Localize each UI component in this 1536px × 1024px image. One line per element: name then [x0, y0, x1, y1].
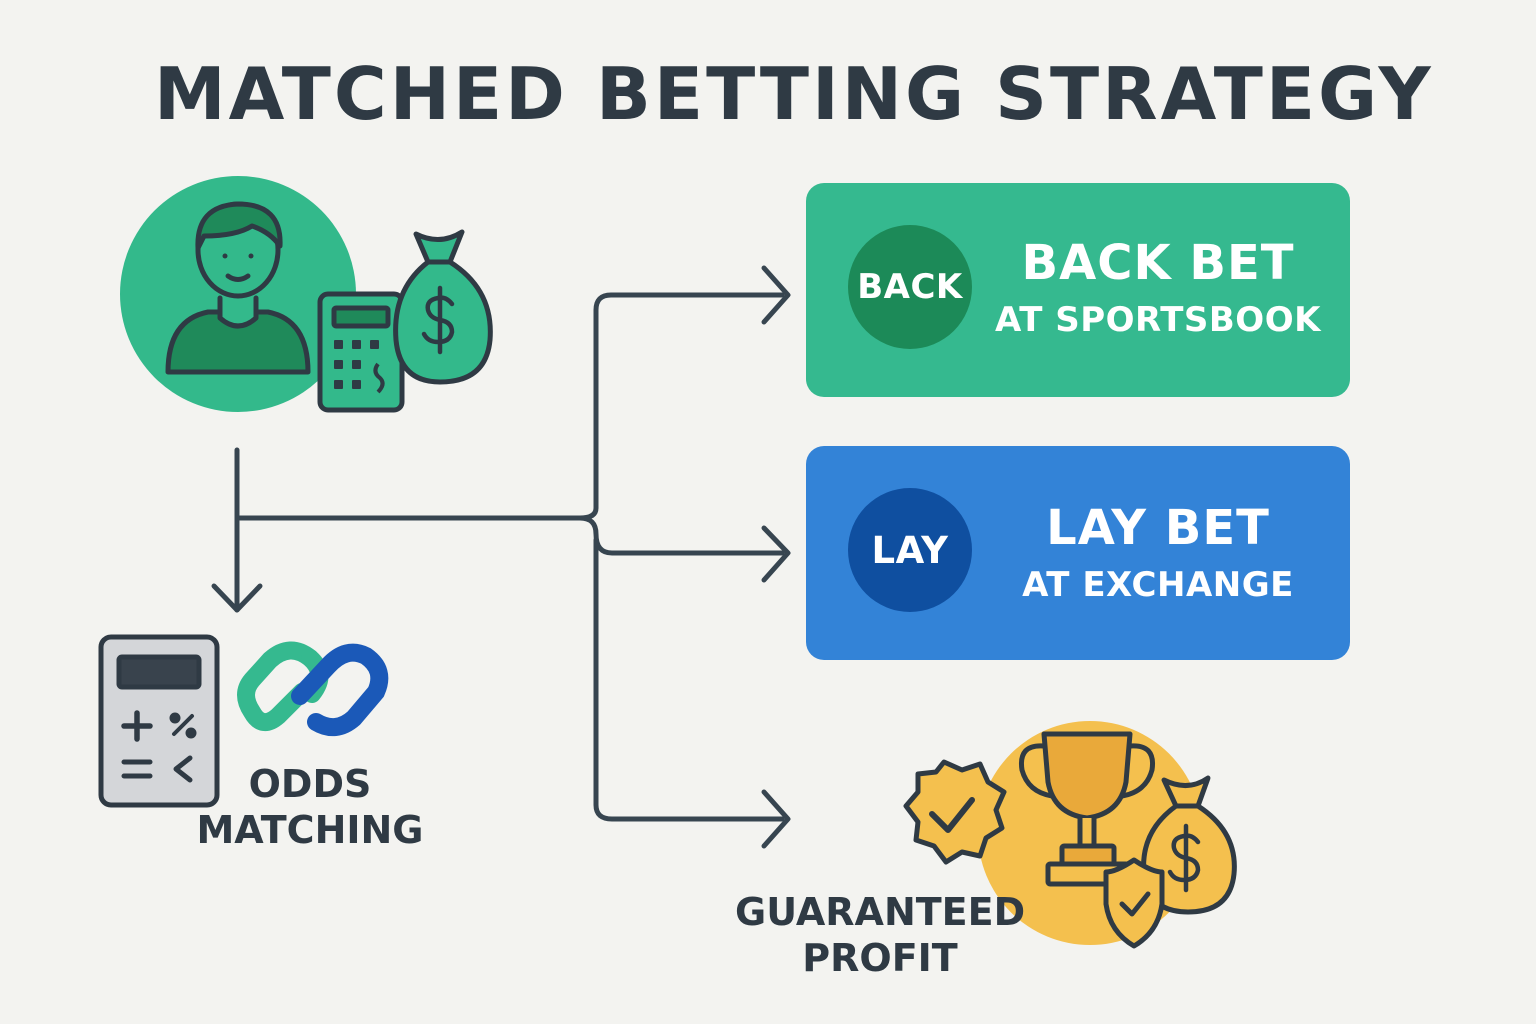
arrowhead-lay: [761, 525, 791, 583]
odds-group: [98, 634, 389, 808]
calculator-icon: [98, 634, 220, 808]
profit-label-line1: GUARANTEED: [735, 890, 1026, 934]
arrowhead-profit: [761, 789, 791, 849]
lay-bet-card: LAY LAY BET AT EXCHANGE: [806, 446, 1350, 660]
page-title: MATCHED BETTING STRATEGY: [154, 52, 1434, 136]
odds-matching-label: ODDS MATCHING: [195, 762, 425, 853]
money-bag-icon: [393, 229, 493, 385]
flow-connectors: [211, 265, 791, 849]
arrowhead-back: [761, 265, 791, 325]
connector-to-profit: [593, 537, 785, 822]
back-bet-card: BACK BACK BET AT SPORTSBOOK: [806, 183, 1350, 397]
trophy-icon: [1018, 731, 1156, 887]
user-avatar-icon: [165, 201, 311, 375]
lay-bet-title: LAY BET: [1046, 500, 1270, 556]
back-badge: BACK: [848, 225, 972, 349]
lay-bet-subtitle: AT EXCHANGE: [1022, 565, 1294, 605]
calculator-icon: [317, 291, 405, 413]
odds-label-line2: MATCHING: [196, 807, 424, 852]
linked-rings-icon: [237, 641, 389, 737]
start-group: [120, 176, 493, 413]
money-bag-icon: [1141, 775, 1237, 915]
connector-to-lay: [577, 515, 785, 556]
odds-label-line1: ODDS: [248, 762, 372, 806]
profit-group: [903, 721, 1237, 949]
profit-label-line2: PROFIT: [802, 935, 958, 980]
shield-check-icon: [1103, 857, 1165, 949]
back-bet-subtitle: AT SPORTSBOOK: [995, 300, 1321, 340]
guaranteed-profit-label: GUARANTEED PROFIT: [735, 890, 1025, 981]
arrowhead-odds: [211, 583, 263, 613]
lay-badge: LAY: [848, 488, 972, 612]
back-bet-title: BACK BET: [1021, 235, 1295, 291]
check-badge-icon: [903, 759, 1007, 865]
